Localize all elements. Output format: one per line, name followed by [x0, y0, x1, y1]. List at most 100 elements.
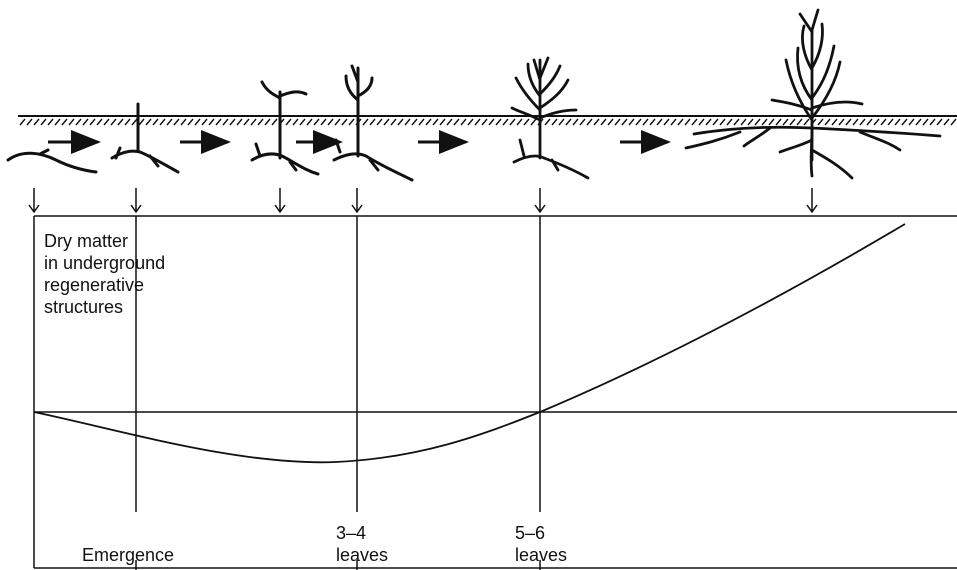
soil-hatch-mark — [222, 118, 229, 126]
soil-hatch-mark — [131, 118, 138, 126]
soil-hatch-mark — [166, 118, 173, 126]
soil-hatch-mark — [943, 118, 950, 126]
soil-hatch-mark — [803, 118, 810, 126]
soil-hatch-mark — [26, 118, 33, 126]
soil-hatch-mark — [600, 118, 607, 126]
soil-surface — [18, 115, 957, 126]
soil-hatch-mark — [285, 118, 292, 126]
soil-hatch-mark — [635, 118, 642, 126]
axes — [33, 215, 957, 569]
soil-hatch-mark — [509, 118, 516, 126]
soil-hatch-mark — [446, 118, 453, 126]
soil-hatch-mark — [642, 118, 649, 126]
soil-hatch-mark — [614, 118, 621, 126]
soil-hatch-mark — [341, 118, 348, 126]
soil-hatch-mark — [467, 118, 474, 126]
soil-hatch-mark — [894, 118, 901, 126]
soil-hatch-mark — [313, 118, 320, 126]
soil-hatch-mark — [33, 118, 40, 126]
soil-hatch-mark — [173, 118, 180, 126]
soil-hatch-mark — [124, 118, 131, 126]
soil-hatch-mark — [789, 118, 796, 126]
soil-hatch-mark — [845, 118, 852, 126]
soil-hatch-mark — [621, 118, 628, 126]
soil-hatch-mark — [82, 118, 89, 126]
soil-hatch-mark — [754, 118, 761, 126]
soil-hatch-mark — [663, 118, 670, 126]
soil-hatch-mark — [264, 118, 271, 126]
soil-hatch-mark — [880, 118, 887, 126]
soil-hatch-mark — [439, 118, 446, 126]
soil-hatch-mark — [159, 118, 166, 126]
soil-hatch-mark — [656, 118, 663, 126]
soil-hatch-mark — [579, 118, 586, 126]
soil-hatch-mark — [376, 118, 383, 126]
soil-hatch-mark — [950, 118, 957, 126]
soil-hatch-mark — [418, 118, 425, 126]
soil-hatch-mark — [474, 118, 481, 126]
soil-hatch-mark — [775, 118, 782, 126]
soil-hatch-mark — [292, 118, 299, 126]
soil-hatch-mark — [887, 118, 894, 126]
soil-hatch-mark — [726, 118, 733, 126]
soil-hatch-mark — [334, 118, 341, 126]
soil-hatch-mark — [922, 118, 929, 126]
soil-hatch-mark — [516, 118, 523, 126]
soil-hatch-mark — [572, 118, 579, 126]
soil-hatch-mark — [586, 118, 593, 126]
soil-hatch-mark — [320, 118, 327, 126]
soil-hatch-mark — [432, 118, 439, 126]
soil-hatch-mark — [40, 118, 47, 126]
soil-hatch-mark — [362, 118, 369, 126]
y-axis-label: Dry matter in underground regenerative s… — [44, 230, 244, 318]
plant-stage-5 — [510, 56, 590, 180]
soil-hatch-mark — [747, 118, 754, 126]
soil-hatch-mark — [194, 118, 201, 126]
soil-hatch-mark — [460, 118, 467, 126]
soil-hatch-mark — [607, 118, 614, 126]
soil-hatch-mark — [838, 118, 845, 126]
soil-hatch-mark — [866, 118, 873, 126]
soil-hatch-mark — [817, 118, 824, 126]
soil-hatch-mark — [348, 118, 355, 126]
soil-hatch-mark — [208, 118, 215, 126]
soil-hatch-mark — [96, 118, 103, 126]
five-six-leaves-word: leaves — [515, 545, 568, 565]
emergence-label: Emergence — [82, 545, 175, 565]
soil-hatch-mark — [852, 118, 859, 126]
soil-hatch-mark — [180, 118, 187, 126]
down-arrow-icon — [28, 188, 40, 214]
soil-hatch-mark — [61, 118, 68, 126]
y-axis-label-line: structures — [44, 297, 124, 317]
soil-hatch-mark — [502, 118, 509, 126]
soil-hatch-mark — [117, 118, 124, 126]
down-arrow-icon — [351, 188, 363, 214]
soil-hatch-mark — [495, 118, 502, 126]
soil-hatch-mark — [859, 118, 866, 126]
soil-hatch-mark — [138, 118, 145, 126]
soil-hatch-mark — [54, 118, 61, 126]
soil-hatch-mark — [691, 118, 698, 126]
soil-hatch-mark — [481, 118, 488, 126]
soil-hatch-mark — [103, 118, 110, 126]
y-axis-label-line: in underground — [44, 253, 166, 273]
plant-stage-3 — [250, 80, 320, 176]
five-six-leaves-label: 5–6 leaves — [515, 522, 567, 566]
soil-hatch-mark — [740, 118, 747, 126]
soil-hatch-mark — [908, 118, 915, 126]
soil-hatch-mark — [761, 118, 768, 126]
soil-hatch-mark — [628, 118, 635, 126]
soil-hatch-mark — [397, 118, 404, 126]
soil-hatch-mark — [425, 118, 432, 126]
soil-hatch-mark — [782, 118, 789, 126]
plant-stage-1 — [6, 148, 98, 174]
soil-hatch-mark — [593, 118, 600, 126]
soil-hatch-mark — [901, 118, 908, 126]
plant-stage-6 — [684, 8, 942, 180]
down-arrow-icon — [130, 188, 142, 214]
five-six-leaves-count: 5–6 — [515, 523, 546, 543]
dry-matter-curve — [33, 223, 906, 464]
soil-hatch-mark — [383, 118, 390, 126]
y-axis-label-line: Dry matter — [44, 231, 129, 251]
